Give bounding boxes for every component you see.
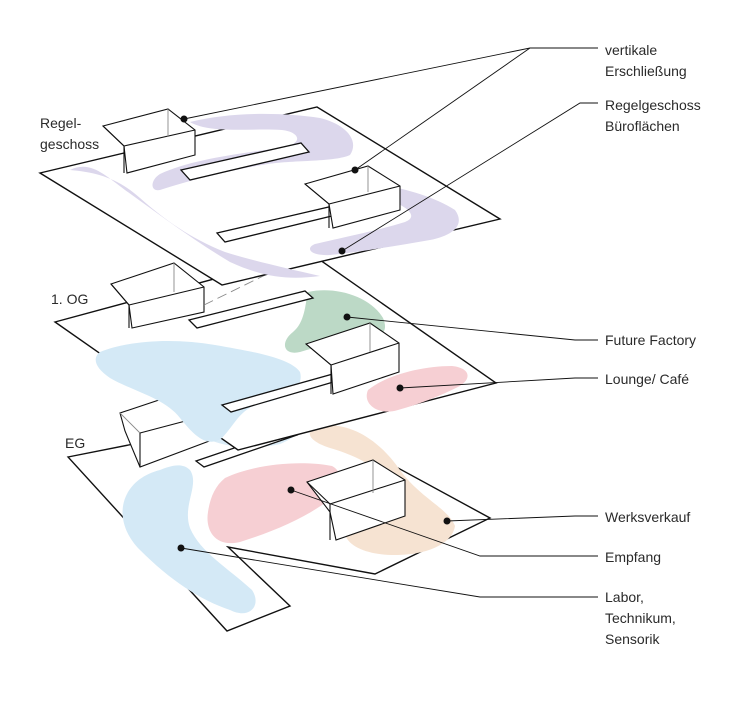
dot-labor [177, 544, 185, 552]
legend-buero-1: Regelgeschoss [605, 97, 701, 113]
zone-labor-og1 [95, 340, 301, 442]
legend-buero-2: Büroflächen [605, 118, 680, 134]
core-og1-left-e3 [128, 286, 205, 306]
dot-empfang [287, 486, 295, 494]
leader-vertikale-2 [354, 47, 531, 171]
zone-lounge [366, 366, 468, 412]
leader-vertikale-1 [183, 47, 598, 120]
core-regel-left-e1 [102, 125, 125, 147]
label-regelgeschoss-2: geschoss [40, 136, 99, 152]
legend-labor-2: Technikum, [605, 610, 676, 626]
zone-empfang-eg [207, 463, 340, 544]
leader-dots [177, 115, 451, 552]
legend-future: Future Factory [605, 332, 696, 348]
zone-buero-regel [70, 113, 459, 278]
leader-lounge [399, 377, 598, 389]
dot-werks [443, 517, 451, 525]
legend-werks: Werksverkauf [605, 509, 690, 525]
legend-labor-3: Sensorik [605, 631, 660, 647]
dot-vertikale-1 [180, 115, 188, 123]
dot-lounge [396, 384, 404, 392]
floor-og1 [53, 252, 498, 451]
zone-werks-eg [309, 425, 455, 555]
core-regel-left-e3 [123, 129, 196, 147]
floor-regelgeschoss [38, 106, 502, 286]
core-regel-right-e1 [304, 183, 330, 205]
core-eg-right-e1 [306, 481, 331, 505]
shaft-regel-upper [179, 142, 311, 181]
core-og1-right-e1 [305, 343, 332, 366]
leader-werks [446, 515, 598, 522]
label-og1: 1. OG [51, 291, 88, 307]
core-eg-right-e3 [329, 479, 406, 505]
core-eg-left-edge [119, 412, 141, 434]
core-og1-left-e1 [110, 283, 130, 306]
legend-vertikale-1: vertikale [605, 42, 657, 58]
shaft-og1-upper [187, 290, 315, 329]
legend-empfang: Empfang [605, 549, 661, 565]
leader-lines [180, 47, 598, 598]
core-regel-right-e3 [328, 185, 401, 205]
dot-vertikale-2 [351, 166, 359, 174]
legend-lounge: Lounge/ Café [605, 371, 689, 387]
legend-labor-1: Labor, [605, 589, 644, 605]
legend-vertikale-2: Erschließung [605, 63, 687, 79]
leader-future [346, 316, 598, 341]
leader-buero [341, 102, 598, 252]
leader-labor [180, 547, 598, 598]
label-eg: EG [65, 435, 85, 451]
dot-buero [338, 247, 346, 255]
dot-future [343, 313, 351, 321]
leader-empfang [290, 489, 598, 557]
zone-labor-eg [122, 465, 256, 614]
core-og1-right-e3 [330, 342, 400, 366]
label-regelgeschoss-1: Regel- [40, 115, 82, 131]
